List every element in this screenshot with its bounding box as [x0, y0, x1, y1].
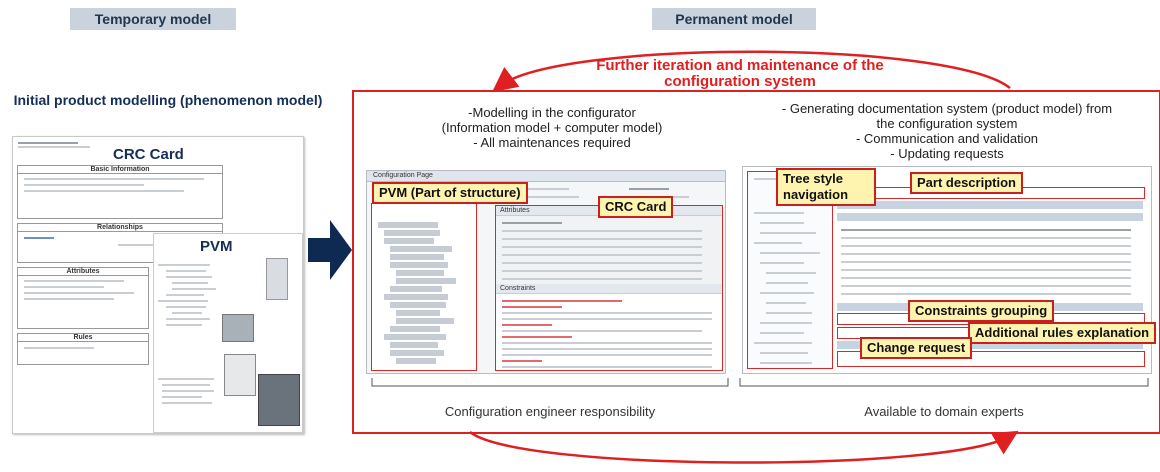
pvm-overlay: PVM: [153, 233, 303, 433]
left-bracket: [371, 378, 729, 387]
bottom-arc-arrow: [469, 430, 1019, 464]
pvm-label: PVM: [200, 238, 233, 255]
permanent-model-label: Permanent model: [652, 8, 816, 30]
pvm-tree-panel: [371, 203, 477, 371]
crc-card-document: CRC Card Basic Information Relationships…: [12, 136, 304, 434]
pvm-part-callout: PVM (Part of structure): [372, 182, 528, 204]
iteration-title: Further iteration and maintenance of the…: [596, 57, 884, 90]
machine-image-1: [266, 258, 288, 300]
left-caption: Configuration engineer responsibility: [444, 404, 656, 419]
configurator-screenshot: Configuration Page: [366, 170, 726, 374]
machine-image-3: [224, 354, 256, 396]
basic-info-table: Basic Information: [17, 165, 223, 219]
initial-modelling-heading: Initial product modelling (phenomenon mo…: [13, 92, 323, 108]
crc-card-callout: CRC Card: [598, 196, 674, 218]
machine-image-2: [222, 314, 254, 342]
tree-style-callout: Tree style navigation: [776, 168, 876, 206]
rules-table: Rules: [17, 333, 149, 365]
constraints-grouping-callout: Constraints grouping: [908, 300, 1055, 322]
left-section-text: -Modelling in the configurator (Informat…: [441, 105, 663, 150]
additional-rules-callout: Additional rules explanation: [968, 322, 1157, 344]
top-arc-arrow: [492, 50, 1011, 93]
temporary-model-label: Temporary model: [70, 8, 236, 30]
right-bracket: [739, 378, 1149, 387]
right-section-text: - Generating documentation system (produ…: [781, 101, 1113, 161]
part-description-callout: Part description: [910, 172, 1023, 194]
attributes-table: Attributes: [17, 267, 149, 329]
crc-card-label: CRC Card: [113, 146, 184, 163]
crc-card-panel: Attributes Constraints: [495, 205, 723, 371]
machine-image-4: [258, 374, 300, 426]
right-caption: Available to domain experts: [864, 404, 1024, 419]
big-arrow-icon: [308, 220, 352, 280]
change-request-callout: Change request: [860, 337, 973, 359]
